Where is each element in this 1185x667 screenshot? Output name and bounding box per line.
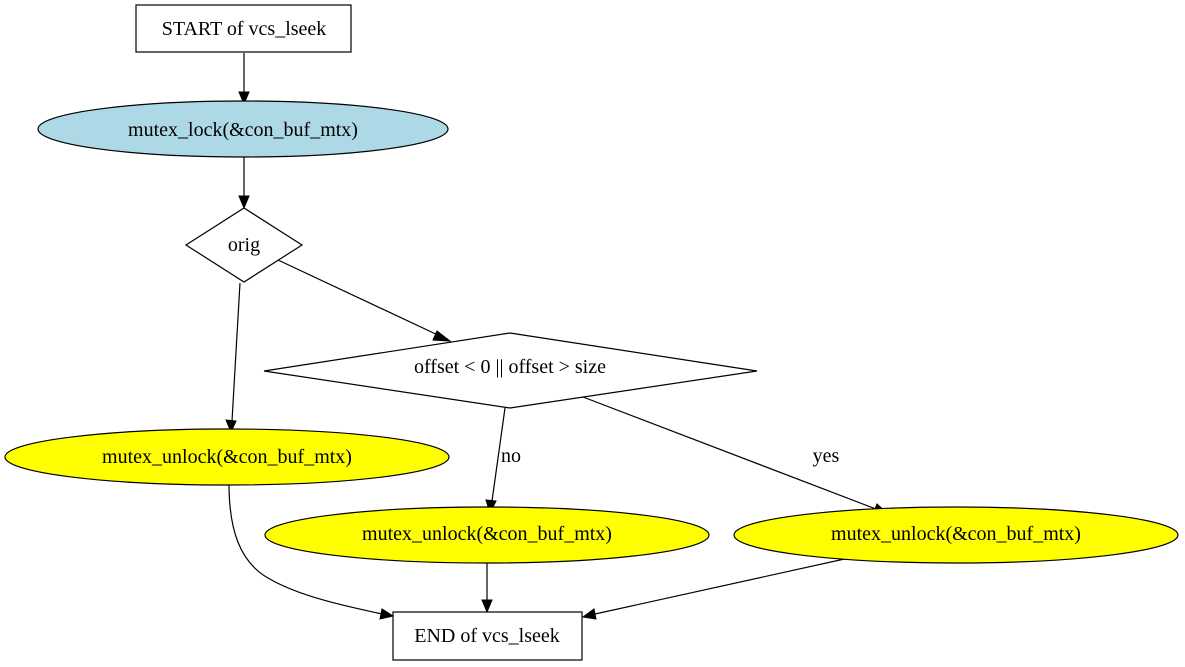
- unlock-right-label: mutex_unlock(&con_buf_mtx): [831, 523, 1081, 545]
- end-node: END of vcs_lseek: [392, 611, 583, 661]
- edge-label-yes: yes: [813, 445, 840, 467]
- condition-decision-label: offset < 0 || offset > size: [414, 356, 606, 378]
- unlock-right-node: mutex_unlock(&con_buf_mtx): [733, 506, 1179, 564]
- lock-node: mutex_lock(&con_buf_mtx): [37, 100, 449, 158]
- edge-orig-to-unlock-left: [225, 282, 241, 434]
- lock-node-label: mutex_lock(&con_buf_mtx): [128, 119, 358, 141]
- unlock-mid-node: mutex_unlock(&con_buf_mtx): [264, 506, 710, 564]
- unlock-mid-label: mutex_unlock(&con_buf_mtx): [362, 523, 612, 545]
- start-node: START of vcs_lseek: [135, 4, 352, 53]
- orig-decision-node: orig: [184, 207, 304, 283]
- edge-unlock-right-to-end: [581, 557, 850, 620]
- unlock-left-node: mutex_unlock(&con_buf_mtx): [4, 428, 450, 486]
- start-node-label: START of vcs_lseek: [162, 18, 327, 40]
- edge-unlock-mid-to-end: [481, 563, 493, 614]
- end-node-label: END of vcs_lseek: [414, 625, 560, 647]
- edge-start-to-lock: [238, 53, 250, 106]
- condition-decision-node: offset < 0 || offset > size: [263, 332, 758, 409]
- edge-orig-to-cond: [277, 259, 452, 342]
- edge-label-no: no: [501, 445, 521, 467]
- edge-cond-yes-to-unlock-right: [582, 396, 889, 515]
- edge-lock-to-orig: [238, 157, 250, 210]
- unlock-left-label: mutex_unlock(&con_buf_mtx): [102, 446, 352, 468]
- orig-decision-label: orig: [228, 234, 260, 256]
- edge-unlock-left-to-end: [228, 483, 395, 620]
